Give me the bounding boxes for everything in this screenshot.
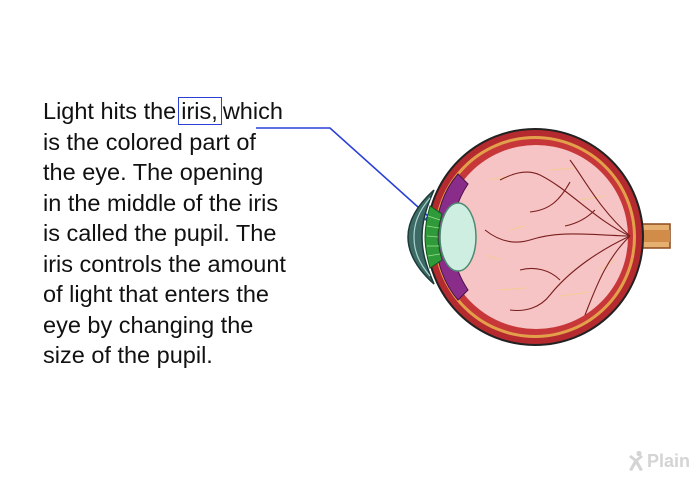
cornea: [407, 189, 435, 285]
vitreous-texture: [484, 167, 616, 297]
description-line-3: the eye. The opening: [43, 159, 264, 185]
lens: [439, 202, 477, 272]
description-line-5: is called the pupil. The: [43, 220, 277, 246]
x-plain-logo: Plain: [626, 450, 690, 472]
iris-texture: [426, 215, 441, 257]
cornea-highlight: [413, 197, 431, 277]
iris: [424, 205, 443, 269]
description-line-6: iris controls the amount: [43, 250, 286, 277]
pointer-line: [256, 127, 429, 217]
description-line-8: eye by changing the: [43, 311, 254, 338]
eye-cross-section-illustration: [407, 128, 671, 346]
x-figure-icon: [628, 450, 643, 471]
retinal-vessels: [484, 159, 631, 316]
description-line-2: is the colored part of: [43, 128, 256, 155]
logo-text: Plain: [646, 450, 690, 471]
description-line-7: of light that enters the: [43, 281, 270, 307]
description-line-9: size of the pupil.: [43, 342, 213, 368]
description-line-1-start: Light hits the: [43, 98, 177, 124]
iris-highlight: iris,: [178, 97, 222, 125]
vitreous-body: [444, 145, 628, 329]
optic-nerve: [629, 223, 671, 249]
description-line-4: in the middle of the iris: [43, 189, 279, 216]
description-line-1-end: which: [222, 98, 283, 124]
